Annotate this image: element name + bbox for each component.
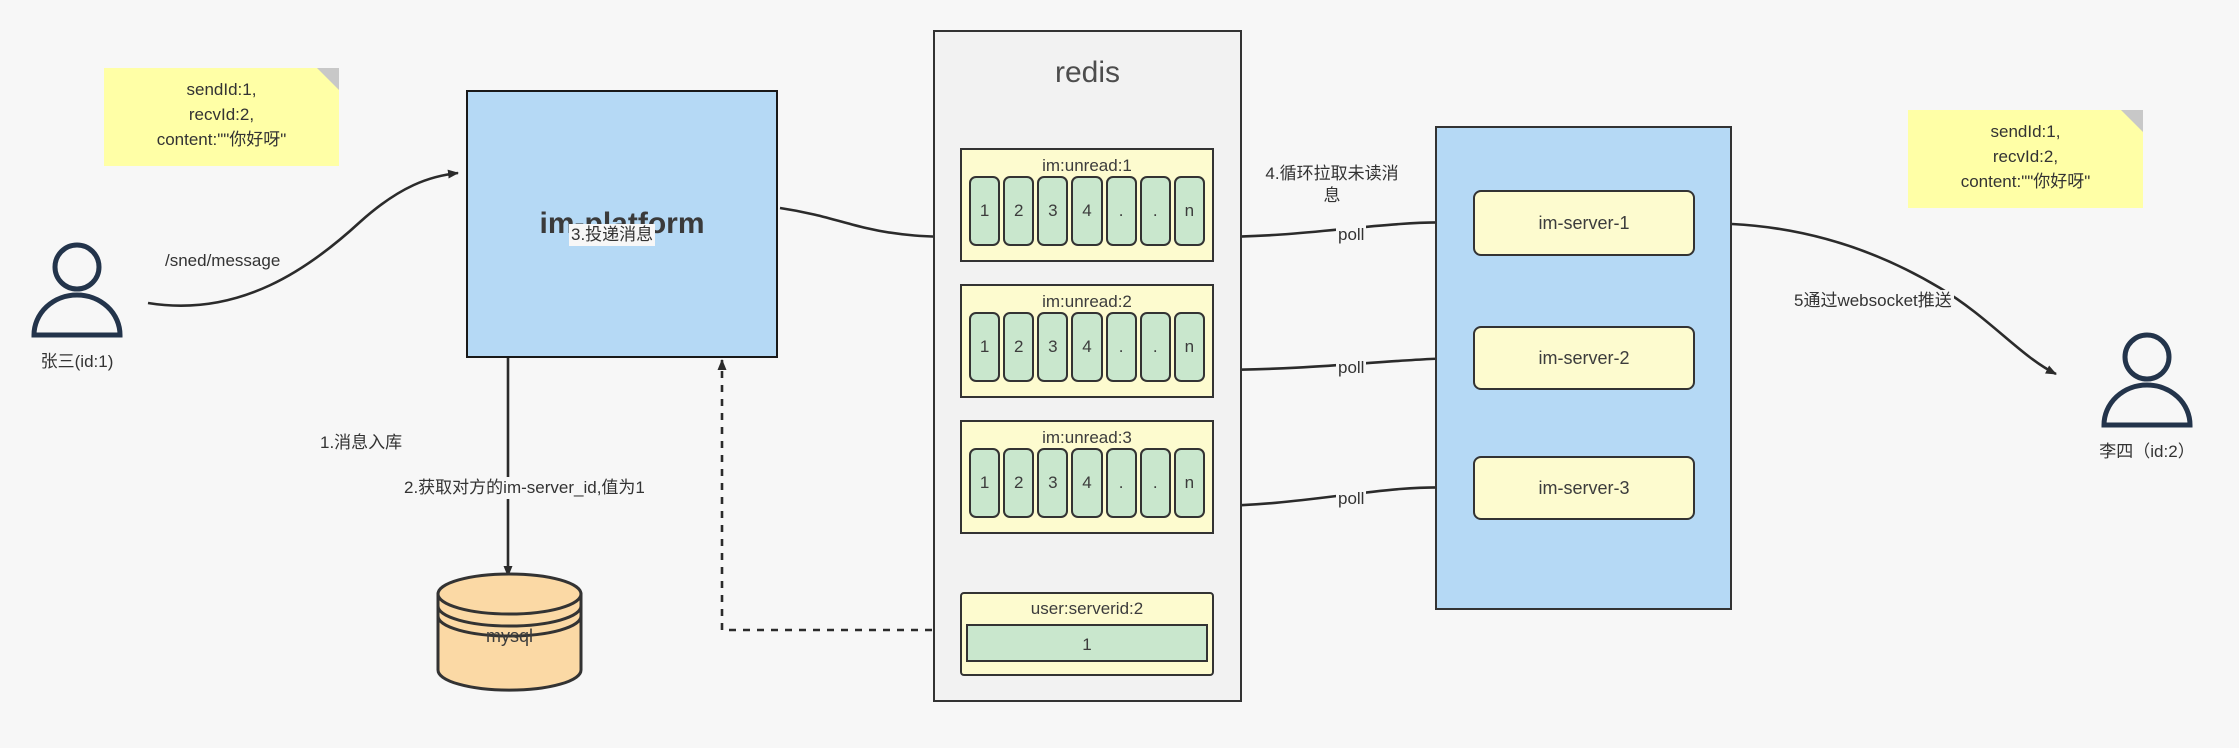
im-server-2-node[interactable]: im-server-2 (1473, 326, 1695, 390)
redis-kv-key: user:serverid:2 (1030, 599, 1144, 618)
redis-cell: . (1139, 312, 1171, 382)
person-icon (14, 240, 140, 343)
redis-cell: n (1173, 176, 1205, 246)
redis-cell: . (1139, 176, 1171, 246)
note-fold-icon (2121, 110, 2143, 132)
redis-list-im-unread-1[interactable]: im:unread:1 1 2 3 4 . . n (960, 148, 1214, 262)
redis-kv-user-serverid[interactable]: user:serverid:2 1 (960, 592, 1214, 676)
redis-cell-row: 1 2 3 4 . . n (962, 176, 1212, 252)
im-server-3-node[interactable]: im-server-3 (1473, 456, 1695, 520)
redis-cell-row: 1 2 3 4 . . n (962, 312, 1212, 388)
note-right-text: sendId:1, recvId:2, content:""你好呀" (1960, 121, 2091, 191)
im-server-1-node[interactable]: im-server-1 (1473, 190, 1695, 256)
redis-cell-row: 1 2 3 4 . . n (962, 448, 1212, 524)
mysql-database-node[interactable]: mysql (432, 572, 587, 692)
redis-cell: 1 (969, 448, 1001, 518)
redis-cell: n (1173, 448, 1205, 518)
sticky-note-left: sendId:1, recvId:2, content:""你好呀" (104, 68, 339, 166)
actor-sender-label: 张三(id:1) (40, 352, 114, 371)
redis-cell: . (1105, 176, 1137, 246)
edge-label-step3: 3.投递消息 (569, 224, 656, 246)
edge-label-step1: 1.消息入库 (318, 432, 405, 454)
redis-cell: . (1105, 312, 1137, 382)
note-left-text: sendId:1, recvId:2, content:""你好呀" (156, 79, 287, 149)
redis-cell: n (1173, 312, 1205, 382)
redis-list-im-unread-3[interactable]: im:unread:3 1 2 3 4 . . n (960, 420, 1214, 534)
redis-cell: 3 (1037, 176, 1069, 246)
actor-receiver-label: 李四（id:2） (2099, 442, 2195, 461)
edge-label-poll-3: poll (1336, 488, 1367, 510)
actor-sender: 张三(id:1) (14, 240, 140, 372)
redis-cell: 4 (1071, 176, 1103, 246)
mysql-label: mysql (485, 626, 533, 646)
redis-cell: 4 (1071, 448, 1103, 518)
redis-cell: 2 (1003, 312, 1035, 382)
redis-cell: 3 (1037, 312, 1069, 382)
redis-cell: 1 (969, 312, 1001, 382)
sticky-note-right: sendId:1, recvId:2, content:""你好呀" (1908, 110, 2143, 208)
redis-cell: 1 (969, 176, 1001, 246)
redis-cell: . (1139, 448, 1171, 518)
redis-title: redis (1054, 56, 1121, 89)
redis-kv-value: 1 (966, 624, 1208, 662)
edge-label-send-message: /sned/message (163, 250, 283, 272)
edge-label-poll-1: poll (1336, 224, 1367, 246)
redis-cell: 2 (1003, 448, 1035, 518)
actor-receiver: 李四（id:2） (2084, 330, 2210, 462)
redis-list-im-unread-2[interactable]: im:unread:2 1 2 3 4 . . n (960, 284, 1214, 398)
edge-label-poll-2: poll (1336, 357, 1367, 379)
im-server-1-label: im-server-1 (1538, 212, 1630, 233)
redis-key-label: im:unread:1 (1042, 156, 1132, 175)
im-server-3-label: im-server-3 (1538, 477, 1630, 498)
redis-cell: . (1105, 448, 1137, 518)
database-cylinder-icon (436, 572, 583, 692)
edge-label-step2: 2.获取对方的im-server_id,值为1 (402, 477, 647, 499)
redis-cell: 3 (1037, 448, 1069, 518)
edge-label-step4: 4.循环拉取未读消 息 (1262, 163, 1402, 207)
edge-redis-kv-to-platform (717, 359, 960, 632)
note-fold-icon (317, 68, 339, 90)
redis-key-label: im:unread:3 (1042, 428, 1132, 447)
edge-sender-to-platform (147, 169, 459, 308)
person-icon (2084, 330, 2210, 433)
edge-label-step5: 5通过websocket推送 (1792, 290, 1954, 312)
redis-cell: 2 (1003, 176, 1035, 246)
redis-key-label: im:unread:2 (1042, 292, 1132, 311)
im-server-2-label: im-server-2 (1538, 347, 1630, 368)
redis-cell: 4 (1071, 312, 1103, 382)
